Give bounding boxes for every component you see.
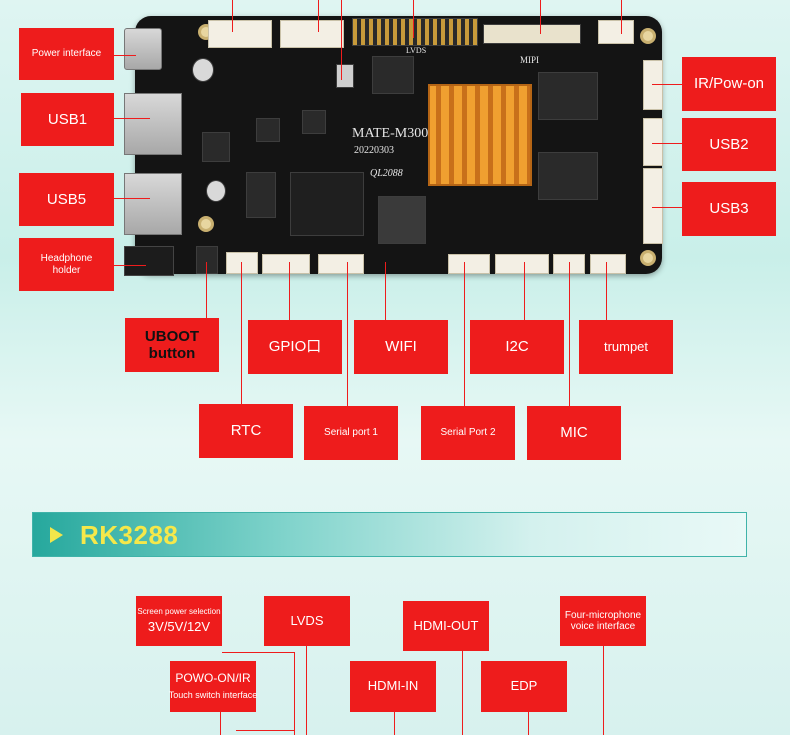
mipi-connector [483, 24, 581, 44]
label-gpio: GPIO口 [248, 320, 342, 374]
section-header-bar [32, 512, 747, 557]
gpio-connector [262, 254, 310, 274]
label-ir-pow-on: IR/Pow-on [682, 57, 776, 111]
power-jack [124, 28, 162, 70]
play-icon [50, 527, 63, 543]
mounting-hole [640, 28, 656, 44]
label-hdmi-out: HDMI-OUT [403, 601, 489, 651]
top-connector [208, 20, 272, 48]
label-rtc: RTC [199, 404, 293, 458]
label-powo-on-title: POWO-ON/IR [175, 671, 251, 686]
heatsink [428, 84, 532, 186]
chip [246, 172, 276, 218]
label-screen-power-voltage: 3V/5V/12V [147, 618, 211, 634]
headphone-jack [124, 246, 174, 276]
silk-date: 20220303 [354, 145, 394, 156]
label-hdmi-in: HDMI-IN [350, 661, 436, 712]
label-screen-power: Screen power selection 3V/5V/12V [136, 596, 222, 646]
top-connector [280, 20, 344, 48]
section-title: RK3288 [80, 520, 179, 550]
label-touch-switch: Touch switch interface [168, 690, 258, 701]
label-wifi: WIFI [354, 320, 448, 374]
silk-lvds: LVDS [406, 46, 427, 55]
ram-chip [538, 72, 598, 120]
label-i2c: I2C [470, 320, 564, 374]
crystal [336, 64, 354, 88]
silk-ql: QL2088 [370, 168, 403, 179]
i2c-connector [495, 254, 549, 274]
inductor [256, 118, 280, 142]
lvds-header [352, 18, 478, 46]
inductor [302, 110, 326, 134]
capacitor [192, 58, 214, 82]
label-power-interface: Power interface [19, 28, 114, 80]
label-usb3: USB3 [682, 182, 776, 236]
label-serial-port-2: Serial Port 2 [421, 406, 515, 460]
emmc-chip [290, 172, 364, 236]
trumpet-connector [590, 254, 626, 274]
wifi-module [378, 196, 426, 244]
label-serial-port-1: Serial port 1 [304, 406, 398, 460]
rtc-connector [226, 252, 258, 274]
uboot-switch [196, 246, 218, 274]
usb5-port [124, 173, 182, 235]
silk-mipi: MIPI [520, 55, 540, 65]
label-headphone-holder: Headphone holder [19, 238, 114, 291]
ir-connector [598, 20, 634, 44]
mounting-hole [640, 250, 656, 266]
serial1-connector [318, 254, 364, 274]
serial2-connector [448, 254, 490, 274]
chip [372, 56, 414, 94]
usb2-connector [643, 118, 663, 166]
usb3-connector [643, 168, 663, 244]
inductor [202, 132, 230, 162]
label-mic: MIC [527, 406, 621, 460]
label-screen-power-title: Screen power selection [137, 607, 221, 617]
label-usb5: USB5 [19, 173, 114, 226]
label-four-microphone: Four-microphone voice interface [560, 596, 646, 646]
mounting-hole [198, 216, 214, 232]
label-lvds: LVDS [264, 596, 350, 646]
capacitor [206, 180, 226, 202]
usb1-port [124, 93, 182, 155]
label-usb2: USB2 [682, 118, 776, 171]
ram-chip [538, 152, 598, 200]
silk-model: MATE-M300 [352, 126, 429, 141]
label-uboot-button: UBOOT button [125, 318, 219, 372]
label-powo-on: POWO-ON/IR Touch switch interface [168, 661, 258, 712]
label-trumpet: trumpet [579, 320, 673, 374]
label-usb1: USB1 [21, 93, 114, 146]
label-edp: EDP [481, 661, 567, 712]
ir-pow-connector [643, 60, 663, 110]
